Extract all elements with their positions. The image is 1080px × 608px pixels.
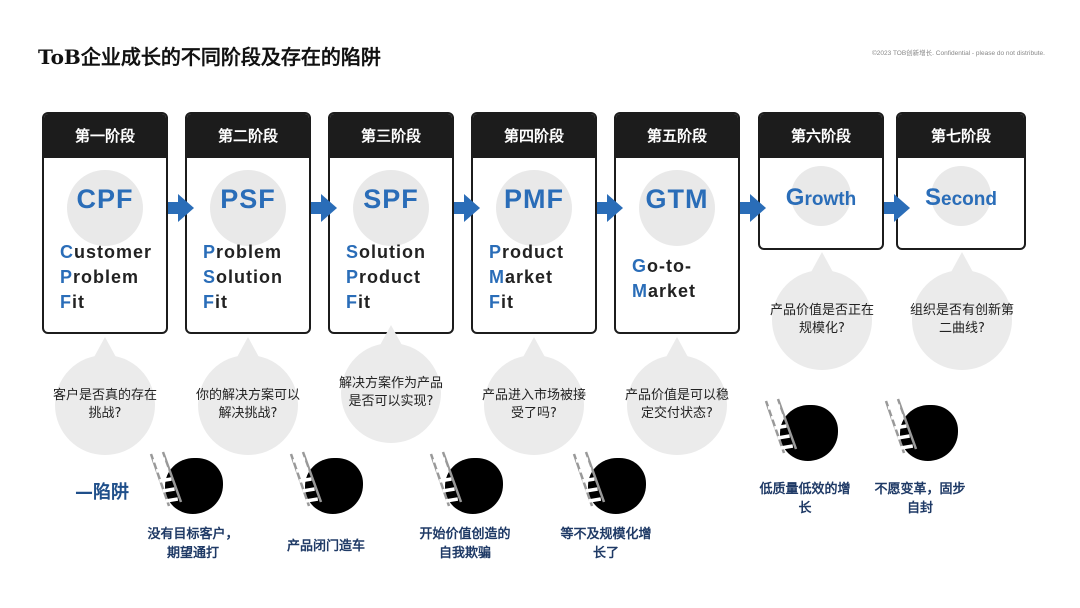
stage-label: 第四阶段 bbox=[473, 114, 595, 158]
trap-text: 没有目标客户，期望通打 bbox=[147, 527, 239, 561]
question-bubble bbox=[627, 355, 727, 455]
bubble-tip bbox=[93, 337, 117, 359]
trap-text: 不愿变革，固步自封 bbox=[874, 482, 966, 516]
abbr-circle bbox=[67, 170, 143, 246]
stage-abbr: PSF bbox=[220, 184, 276, 214]
question-bubble bbox=[341, 343, 441, 443]
bubble-tip bbox=[810, 252, 834, 274]
bubble-tip bbox=[379, 325, 403, 347]
abbr-circle bbox=[353, 170, 429, 246]
ladder-icon bbox=[429, 451, 463, 507]
question-text: 解决方案作为产品是否可以实现? bbox=[339, 376, 444, 409]
question-text: 组织是否有创新第二曲线? bbox=[910, 303, 1015, 336]
bubble-tip bbox=[950, 252, 974, 274]
stage-label: 第二阶段 bbox=[187, 114, 309, 158]
stage-label: 第七阶段 bbox=[898, 114, 1024, 158]
question-text: 产品价值是否正在规模化? bbox=[770, 303, 875, 336]
stage-card: 第五阶段 GTM Go-to-Market bbox=[614, 112, 740, 334]
question-text: 你的解决方案可以解决挑战? bbox=[196, 388, 301, 421]
question-bubble bbox=[198, 355, 298, 455]
ladder-icon bbox=[289, 451, 323, 507]
ladder-icon bbox=[149, 451, 183, 507]
bubble-tip bbox=[236, 337, 260, 359]
trap-label: —陷阱 bbox=[75, 482, 129, 503]
copyright-notice: ©2023 TOB创新增长. Confidential - please do … bbox=[872, 50, 1045, 57]
stage-card: 第七阶段 Second bbox=[896, 112, 1026, 250]
question-bubble bbox=[772, 270, 872, 370]
abbr-circle bbox=[210, 170, 286, 246]
ladder-icon bbox=[884, 398, 918, 454]
stage-label: 第五阶段 bbox=[616, 114, 738, 158]
stage-abbr: Second bbox=[925, 184, 997, 211]
stage-label: 第六阶段 bbox=[760, 114, 882, 158]
stage-abbr: GTM bbox=[645, 184, 709, 214]
bubble-tip bbox=[522, 337, 546, 359]
trap-text: 低质量低效的增长 bbox=[759, 482, 851, 516]
abbr-circle bbox=[931, 166, 991, 226]
stage-card: 第六阶段 Growth bbox=[758, 112, 884, 250]
page-title: ToB企业成长的不同阶段及存在的陷阱 bbox=[38, 45, 381, 69]
ladder-icon bbox=[572, 451, 606, 507]
abbr-circle bbox=[639, 170, 715, 246]
question-bubble bbox=[912, 270, 1012, 370]
stage-abbr: SPF bbox=[363, 184, 419, 214]
question-text: 产品价值是可以稳定交付状态? bbox=[625, 388, 730, 421]
ladder-icon bbox=[764, 398, 798, 454]
stage-abbr: PMF bbox=[504, 184, 564, 214]
bubble-tip bbox=[665, 337, 689, 359]
question-text: 客户是否真的存在挑战? bbox=[53, 388, 158, 421]
question-bubble bbox=[55, 355, 155, 455]
trap-text: 产品闭门造车 bbox=[286, 539, 365, 554]
question-text: 产品进入市场被接受了吗? bbox=[482, 388, 587, 421]
stage-expansion: Go-to-Market bbox=[632, 256, 697, 301]
trap-text: 等不及规模化增长了 bbox=[560, 527, 652, 561]
abbr-circle bbox=[496, 170, 572, 246]
abbr-circle bbox=[791, 166, 851, 226]
question-bubble bbox=[484, 355, 584, 455]
stage-abbr: CPF bbox=[76, 184, 134, 214]
trap-text: 开始价值创造的自我欺骗 bbox=[419, 527, 511, 561]
stage-label: 第一阶段 bbox=[44, 114, 166, 158]
stage-label: 第三阶段 bbox=[330, 114, 452, 158]
stage-abbr: Growth bbox=[785, 184, 857, 211]
